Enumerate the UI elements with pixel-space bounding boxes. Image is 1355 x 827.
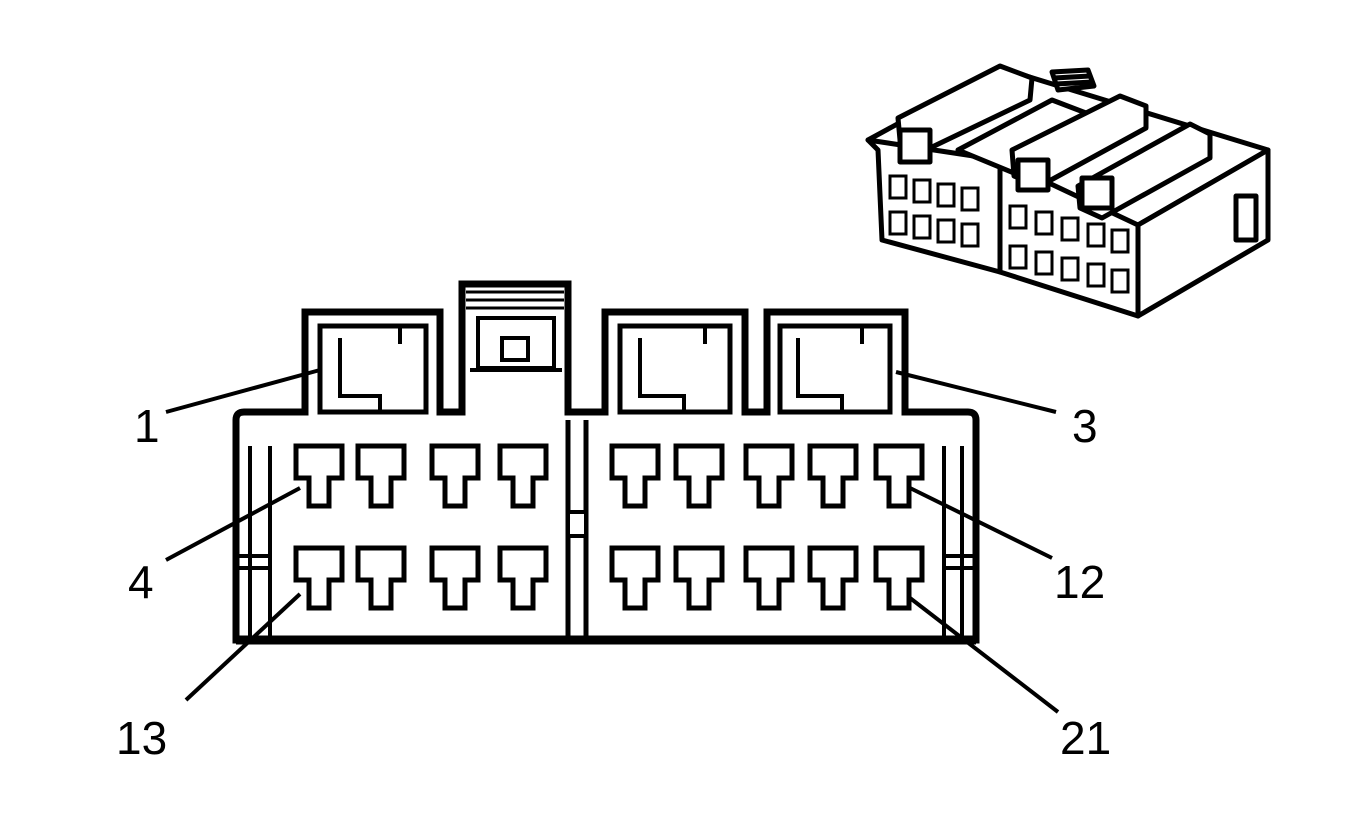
terminal-cavity: [355, 545, 407, 611]
terminal-cavity: [807, 545, 859, 611]
terminal-cavity: [873, 443, 925, 509]
cavity-1: [317, 323, 429, 415]
cavity-2: [617, 323, 733, 415]
terminal-cavity: [429, 545, 481, 611]
leader-3: [895, 370, 1057, 414]
pin-label-13: 13: [116, 712, 167, 764]
terminal-cavity: [873, 545, 925, 611]
pin-label-4: 4: [128, 556, 154, 608]
center-latch: [466, 290, 564, 372]
pin-label-12: 12: [1054, 556, 1105, 608]
terminal-cavity: [497, 545, 549, 611]
terminal-cavity: [293, 545, 345, 611]
connector-3d-view: [865, 63, 1271, 319]
leader-4: [165, 486, 301, 562]
leader-21: [908, 596, 1060, 714]
terminal-cavity: [429, 443, 481, 509]
terminal-cavity: [807, 443, 859, 509]
connector-3d-terminals: [888, 174, 1130, 294]
leader-12: [909, 486, 1053, 560]
pin-label-1: 1: [134, 400, 160, 452]
terminal-cavity: [673, 443, 725, 509]
terminal-cavity: [609, 443, 661, 509]
leader-13: [184, 592, 302, 702]
terminal-cavities: [293, 443, 925, 611]
connector-face-view: [232, 280, 980, 645]
terminal-cavity: [743, 545, 795, 611]
leader-lines: [165, 368, 1060, 714]
terminal-cavity: [743, 443, 795, 509]
leader-1: [165, 368, 321, 414]
pin-label-21: 21: [1060, 712, 1111, 764]
terminal-cavity: [673, 545, 725, 611]
terminal-cavity: [293, 443, 345, 509]
terminal-cavity: [609, 545, 661, 611]
pin-label-3: 3: [1072, 400, 1098, 452]
terminal-cavity: [497, 443, 549, 509]
terminal-cavity: [355, 443, 407, 509]
